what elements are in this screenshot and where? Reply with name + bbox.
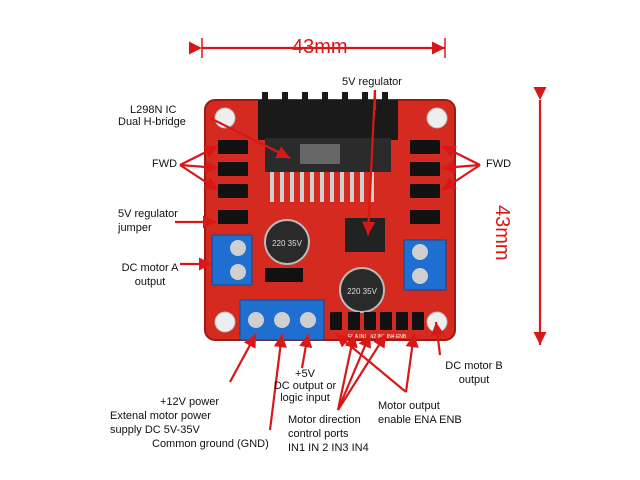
arrow-fwd-left-2	[179, 160, 219, 174]
label-5v: +5V	[295, 368, 315, 380]
label-gnd: Common ground (GND)	[152, 438, 269, 450]
arrow-dir-2	[336, 333, 372, 411]
label-enable-1: Motor output	[378, 400, 440, 412]
arrow-12v	[229, 333, 257, 383]
control-header	[330, 312, 424, 330]
ic-pins	[270, 172, 374, 202]
arrow-enable-2	[404, 333, 419, 393]
width-label: 43mm	[292, 36, 348, 58]
cap-left-text: 220 35V	[272, 239, 302, 248]
label-l298n-sub: Dual H-bridge	[118, 116, 186, 128]
left-pins	[218, 140, 248, 224]
capacitor-left	[264, 219, 310, 265]
arrow-fwd-right-3	[441, 164, 481, 191]
label-motor-b-1: DC motor B	[445, 360, 503, 372]
heatsink	[258, 92, 398, 172]
arrow-fwd-right-1	[441, 145, 481, 166]
label-ext-2: supply DC 5V-35V	[110, 424, 200, 436]
arrow-dir-3	[337, 333, 387, 411]
label-dcout-1: DC output or	[273, 380, 337, 392]
label-motor-a-1: DC motor A	[121, 262, 179, 274]
height-label: 43mm	[491, 205, 513, 261]
label-motor-a-2: output	[134, 276, 166, 288]
label-reg-jumper-1: 5V regulator	[118, 208, 178, 220]
arrow-fwd-right-2	[441, 160, 481, 174]
label-ext-1: Extenal motor power	[110, 410, 211, 422]
reg-jumper	[265, 268, 303, 282]
label-fwd-right: FWD	[486, 158, 512, 170]
motor-a-terminal	[211, 234, 253, 286]
label-dir-3: IN1 IN 2 IN3 IN4	[288, 442, 369, 454]
label-motor-b-2: output	[458, 374, 490, 386]
arrow-l298n	[209, 117, 291, 159]
arrow-motor-b	[431, 321, 445, 356]
label-l298n: L298N IC	[130, 104, 177, 116]
capacitor-right	[339, 267, 385, 313]
label-12v: +12V power	[160, 396, 220, 408]
arrow-gnd	[268, 333, 287, 431]
power-terminal	[239, 299, 325, 341]
motor-b-terminal	[403, 239, 447, 291]
right-pins	[410, 140, 440, 224]
label-dir-2: control ports	[288, 428, 349, 440]
arrow-5v	[299, 333, 313, 369]
arrow-regulator	[362, 89, 377, 236]
label-enable-2: enable ENA ENB	[378, 414, 462, 426]
label-reg-jumper-2: jumper	[118, 222, 152, 234]
label-dir-1: Motor direction	[288, 414, 361, 426]
arrow-enable-1	[335, 333, 407, 393]
label-fwd-left: FWD	[152, 158, 178, 170]
arrow-fwd-left-1	[179, 145, 219, 166]
label-dcout-2: logic input	[280, 392, 330, 404]
cap-right-text: 220 35V	[347, 287, 377, 296]
label-regulator: 5V regulator	[342, 76, 402, 88]
arrow-fwd-left-3	[179, 164, 219, 191]
